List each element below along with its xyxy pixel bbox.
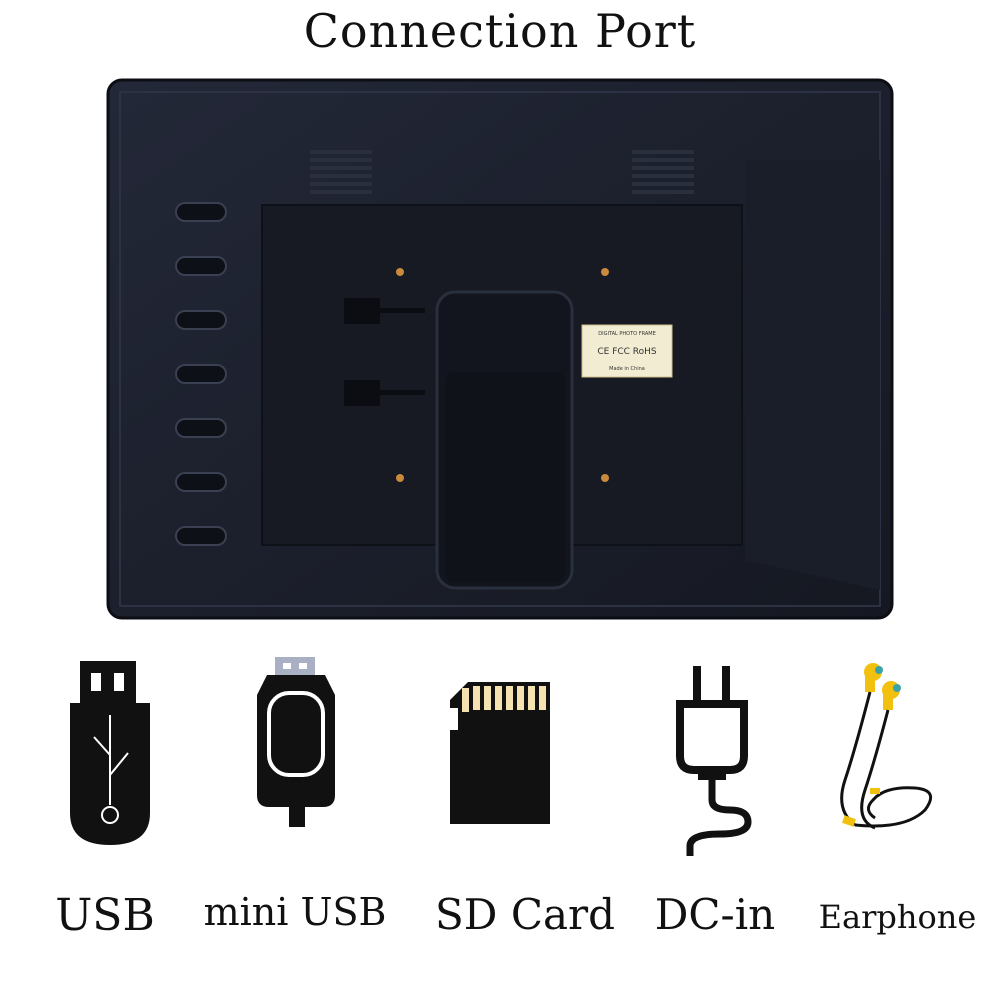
earphone-label: Earphone (818, 898, 977, 936)
mini-usb-icon (257, 657, 335, 827)
mini-usb-label: mini USB (203, 890, 387, 934)
speaker-grille-left (310, 150, 372, 194)
usb-label: USB (55, 890, 155, 941)
sticker-line-1: DIGITAL PHOTO FRAME (598, 331, 655, 337)
sd-card-label: SD Card (435, 890, 615, 939)
sticker-line-2: CE FCC RoHS (597, 347, 657, 357)
mount-screws (396, 268, 609, 482)
wall-hooks (344, 298, 425, 406)
sd-card-icon (450, 682, 550, 824)
power-plug-icon (676, 666, 752, 856)
speaker-grille-right (632, 150, 694, 194)
sticker-line-3: Made in China (609, 366, 645, 372)
earphone-icon (840, 663, 933, 830)
photo-frame-back: DIGITAL PHOTO FRAME CE FCC RoHS Made in … (106, 78, 894, 620)
product-sticker (581, 324, 673, 378)
dc-in-label: DC-in (654, 890, 776, 939)
side-buttons (175, 202, 227, 546)
page-title: Connection Port (303, 4, 697, 58)
usb-stick-icon (70, 661, 150, 845)
